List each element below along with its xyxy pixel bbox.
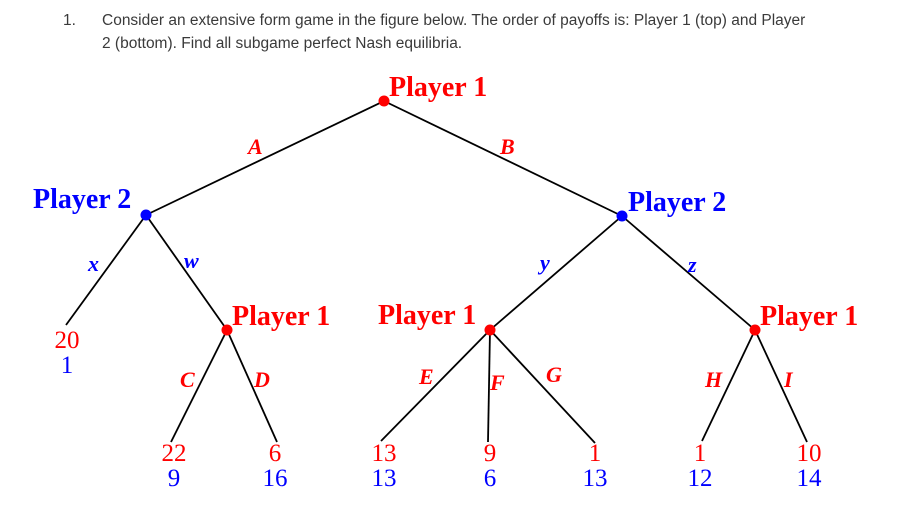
question-text-line-1: Consider an extensive form game in the f… xyxy=(102,12,806,29)
node-root-label: Player 1 xyxy=(389,72,488,103)
node-left-p2-label: Player 2 xyxy=(33,184,132,215)
edge-C xyxy=(170,329,228,443)
payoff-i-player1: 10 xyxy=(796,440,822,467)
node-root-dot xyxy=(378,95,390,107)
edge-E xyxy=(380,329,491,442)
payoff-i: 10 14 xyxy=(797,441,822,491)
payoff-x: 20 1 xyxy=(55,328,80,378)
question-number: 1. xyxy=(63,12,76,29)
node-center-p1-dot xyxy=(484,324,496,336)
node-left-p1-dot xyxy=(221,324,233,336)
payoff-h-player1: 1 xyxy=(693,440,707,467)
node-right-p1-label: Player 1 xyxy=(760,301,859,332)
edge-B xyxy=(383,100,623,217)
action-A-label: A xyxy=(248,134,263,159)
action-y-label: y xyxy=(540,250,550,275)
node-left-p2-dot xyxy=(140,209,152,221)
payoff-f: 9 6 xyxy=(484,441,497,491)
action-B-label: B xyxy=(500,134,515,159)
payoff-c: 22 9 xyxy=(162,441,187,491)
payoff-h: 1 12 xyxy=(688,441,713,491)
payoff-f-player1: 9 xyxy=(483,440,497,467)
payoff-g: 1 13 xyxy=(583,441,608,491)
edge-D xyxy=(226,329,278,443)
payoff-e-player2: 13 xyxy=(371,465,397,492)
action-C-label: C xyxy=(180,367,195,392)
action-z-label: z xyxy=(688,252,697,277)
action-I-label: I xyxy=(784,367,793,392)
edge-G xyxy=(489,329,596,444)
payoff-d-player1: 6 xyxy=(268,440,282,467)
action-F-label: F xyxy=(490,370,505,395)
payoff-f-player2: 6 xyxy=(483,465,497,492)
payoff-h-player2: 12 xyxy=(687,465,713,492)
action-w-label: w xyxy=(184,248,199,273)
edge-I xyxy=(754,329,808,443)
edge-y xyxy=(489,215,623,331)
edge-H xyxy=(701,329,756,442)
node-right-p1-dot xyxy=(749,324,761,336)
action-x-label: x xyxy=(88,251,99,276)
edge-F xyxy=(487,329,491,443)
payoff-c-player1: 22 xyxy=(161,440,187,467)
node-center-p1-label: Player 1 xyxy=(378,300,477,331)
payoff-e-player1: 13 xyxy=(371,440,397,467)
edge-w xyxy=(145,214,228,331)
node-left-p1-label: Player 1 xyxy=(232,301,331,332)
payoff-g-player1: 1 xyxy=(588,440,602,467)
node-right-p2-label: Player 2 xyxy=(628,187,727,218)
edge-z xyxy=(621,215,756,331)
action-G-label: G xyxy=(546,362,562,387)
payoff-c-player2: 9 xyxy=(167,465,181,492)
node-right-p2-dot xyxy=(616,210,628,222)
question-text-line-2: 2 (bottom). Find all subgame perfect Nas… xyxy=(102,35,463,52)
payoff-x-player2: 1 xyxy=(60,352,74,379)
payoff-g-player2: 13 xyxy=(582,465,608,492)
payoff-i-player2: 14 xyxy=(796,465,822,492)
payoff-x-player1: 20 xyxy=(54,327,80,354)
action-E-label: E xyxy=(419,364,434,389)
edge-x xyxy=(65,214,147,326)
action-D-label: D xyxy=(254,367,270,392)
action-H-label: H xyxy=(705,367,723,392)
payoff-e: 13 13 xyxy=(372,441,397,491)
edge-A xyxy=(145,100,385,216)
payoff-d-player2: 16 xyxy=(262,465,288,492)
payoff-d: 6 16 xyxy=(263,441,288,491)
